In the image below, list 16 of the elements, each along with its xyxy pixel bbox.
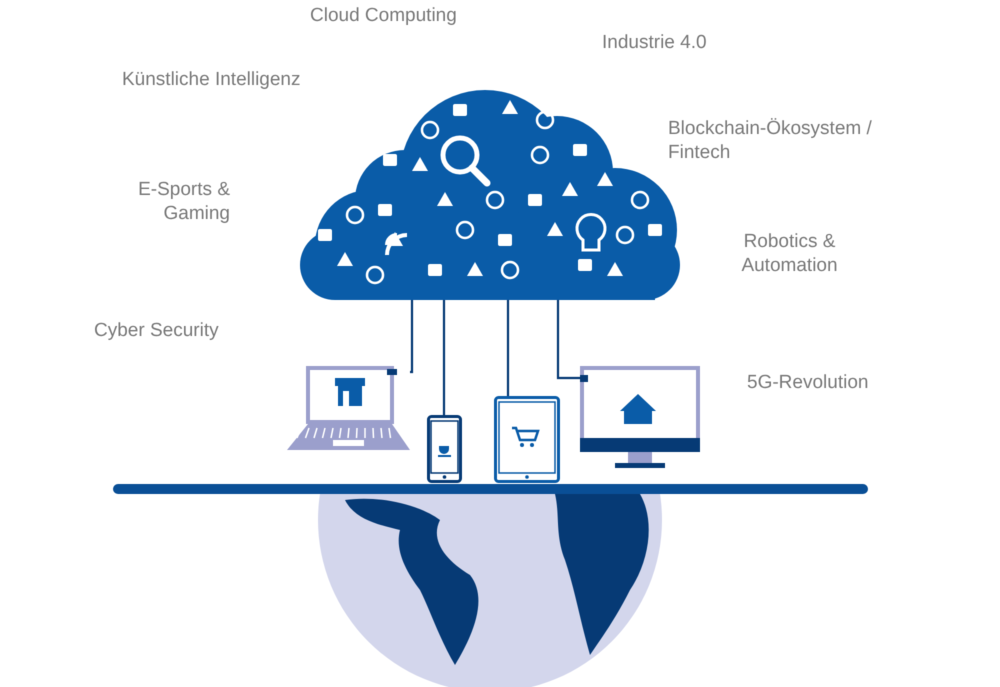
topic-label: Künstliche Intelligenz: [122, 68, 302, 92]
topic-label: E-Sports & Gaming: [137, 178, 230, 226]
topic-label: Cloud Computing: [310, 4, 458, 28]
smartphone-drawing: [427, 415, 462, 483]
cable: [506, 300, 510, 396]
topic-label: Robotics & Automation: [740, 230, 839, 278]
laptop-drawing: [287, 366, 410, 452]
cable: [556, 300, 580, 380]
topic-label: 5G-Revolution: [747, 371, 870, 395]
cable: [410, 300, 414, 374]
topic-label: Cyber Security: [94, 319, 220, 343]
topic-label: Blockchain-Ökosystem / Fintech: [668, 117, 873, 165]
tablet-drawing: [494, 396, 560, 483]
monitor-drawing: [580, 366, 700, 470]
cable: [442, 300, 446, 415]
topic-label: Industrie 4.0: [602, 31, 708, 55]
